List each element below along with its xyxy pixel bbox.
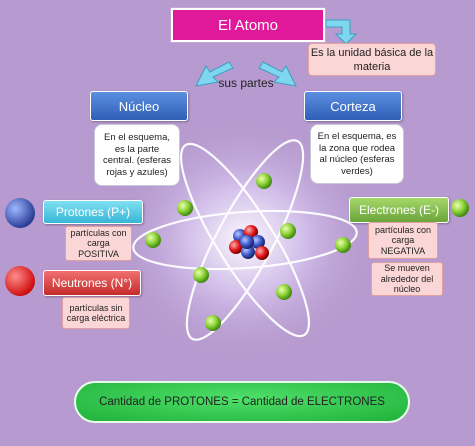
nucleus-particle bbox=[229, 240, 243, 254]
electron bbox=[335, 237, 351, 253]
nucleus-particle bbox=[255, 246, 269, 260]
neutrones-header-text: Neutrones (N°) bbox=[51, 276, 133, 290]
nucleus-particle bbox=[251, 235, 265, 249]
electrones-description: partículas con carga NEGATIVA bbox=[368, 222, 438, 259]
orbit bbox=[132, 209, 358, 271]
nucleo-header: Núcleo bbox=[90, 91, 188, 121]
electron bbox=[256, 173, 272, 189]
protones-description-text: partículas con carga POSITIVA bbox=[70, 227, 127, 259]
equation-bar: Cantidad de PROTONES = Cantidad de ELECT… bbox=[74, 381, 410, 423]
corteza-description-text: En el esquema, es la zona que rodea al n… bbox=[317, 131, 397, 177]
electrones-description-text: partículas con carga NEGATIVA bbox=[374, 224, 432, 256]
nucleo-description-text: En el esquema, es la parte central. (esf… bbox=[102, 132, 172, 178]
definition-text: Es la unidad básica de la materia bbox=[310, 46, 434, 73]
nucleus bbox=[229, 225, 269, 260]
electron bbox=[193, 267, 209, 283]
neutron-sphere bbox=[5, 266, 35, 296]
electron-sphere bbox=[451, 199, 469, 217]
orbit bbox=[185, 139, 305, 341]
electron bbox=[205, 315, 221, 331]
orbit bbox=[179, 142, 311, 338]
connector-arrows bbox=[195, 19, 358, 87]
title-box: El Atomo bbox=[171, 8, 325, 42]
definition-box: Es la unidad básica de la materia bbox=[308, 43, 436, 76]
corteza-description: En el esquema, es la zona que rodea al n… bbox=[310, 124, 404, 184]
corteza-header: Corteza bbox=[304, 91, 402, 121]
title-text: El Atomo bbox=[217, 16, 279, 34]
proton-sphere bbox=[5, 198, 35, 228]
protones-description: partículas con carga POSITIVA bbox=[65, 226, 132, 261]
electron bbox=[276, 284, 292, 300]
electrones-header-text: Electrones (E-) bbox=[358, 203, 440, 217]
electrones-movement: Se mueven alrededor del núcleo bbox=[371, 262, 443, 296]
neutrones-description-text: partículas sin carga eléctrica bbox=[66, 302, 126, 324]
arrow-to-definition bbox=[325, 19, 358, 45]
nucleus-particle bbox=[240, 235, 254, 249]
electrones-header: Electrones (E-) bbox=[349, 197, 449, 223]
neutrones-header: Neutrones (N°) bbox=[43, 270, 141, 296]
electron bbox=[280, 223, 296, 239]
electron bbox=[177, 200, 193, 216]
nucleo-header-text: Núcleo bbox=[118, 98, 160, 114]
electrons bbox=[145, 173, 351, 331]
nucleo-description: En el esquema, es la parte central. (esf… bbox=[94, 124, 180, 186]
arrow-to-nucleo bbox=[195, 61, 234, 87]
equation-text: Cantidad de PROTONES = Cantidad de ELECT… bbox=[99, 396, 385, 408]
protones-header-text: Protones (P+) bbox=[55, 205, 131, 219]
corteza-header-text: Corteza bbox=[330, 98, 376, 114]
electron bbox=[145, 232, 161, 248]
neutrones-description: partículas sin carga eléctrica bbox=[62, 297, 130, 329]
protones-header: Protones (P+) bbox=[43, 200, 143, 224]
arrow-to-corteza bbox=[258, 61, 297, 87]
electrones-movement-text: Se mueven alrededor del núcleo bbox=[380, 263, 434, 295]
parts-label: sus partes bbox=[218, 76, 274, 90]
